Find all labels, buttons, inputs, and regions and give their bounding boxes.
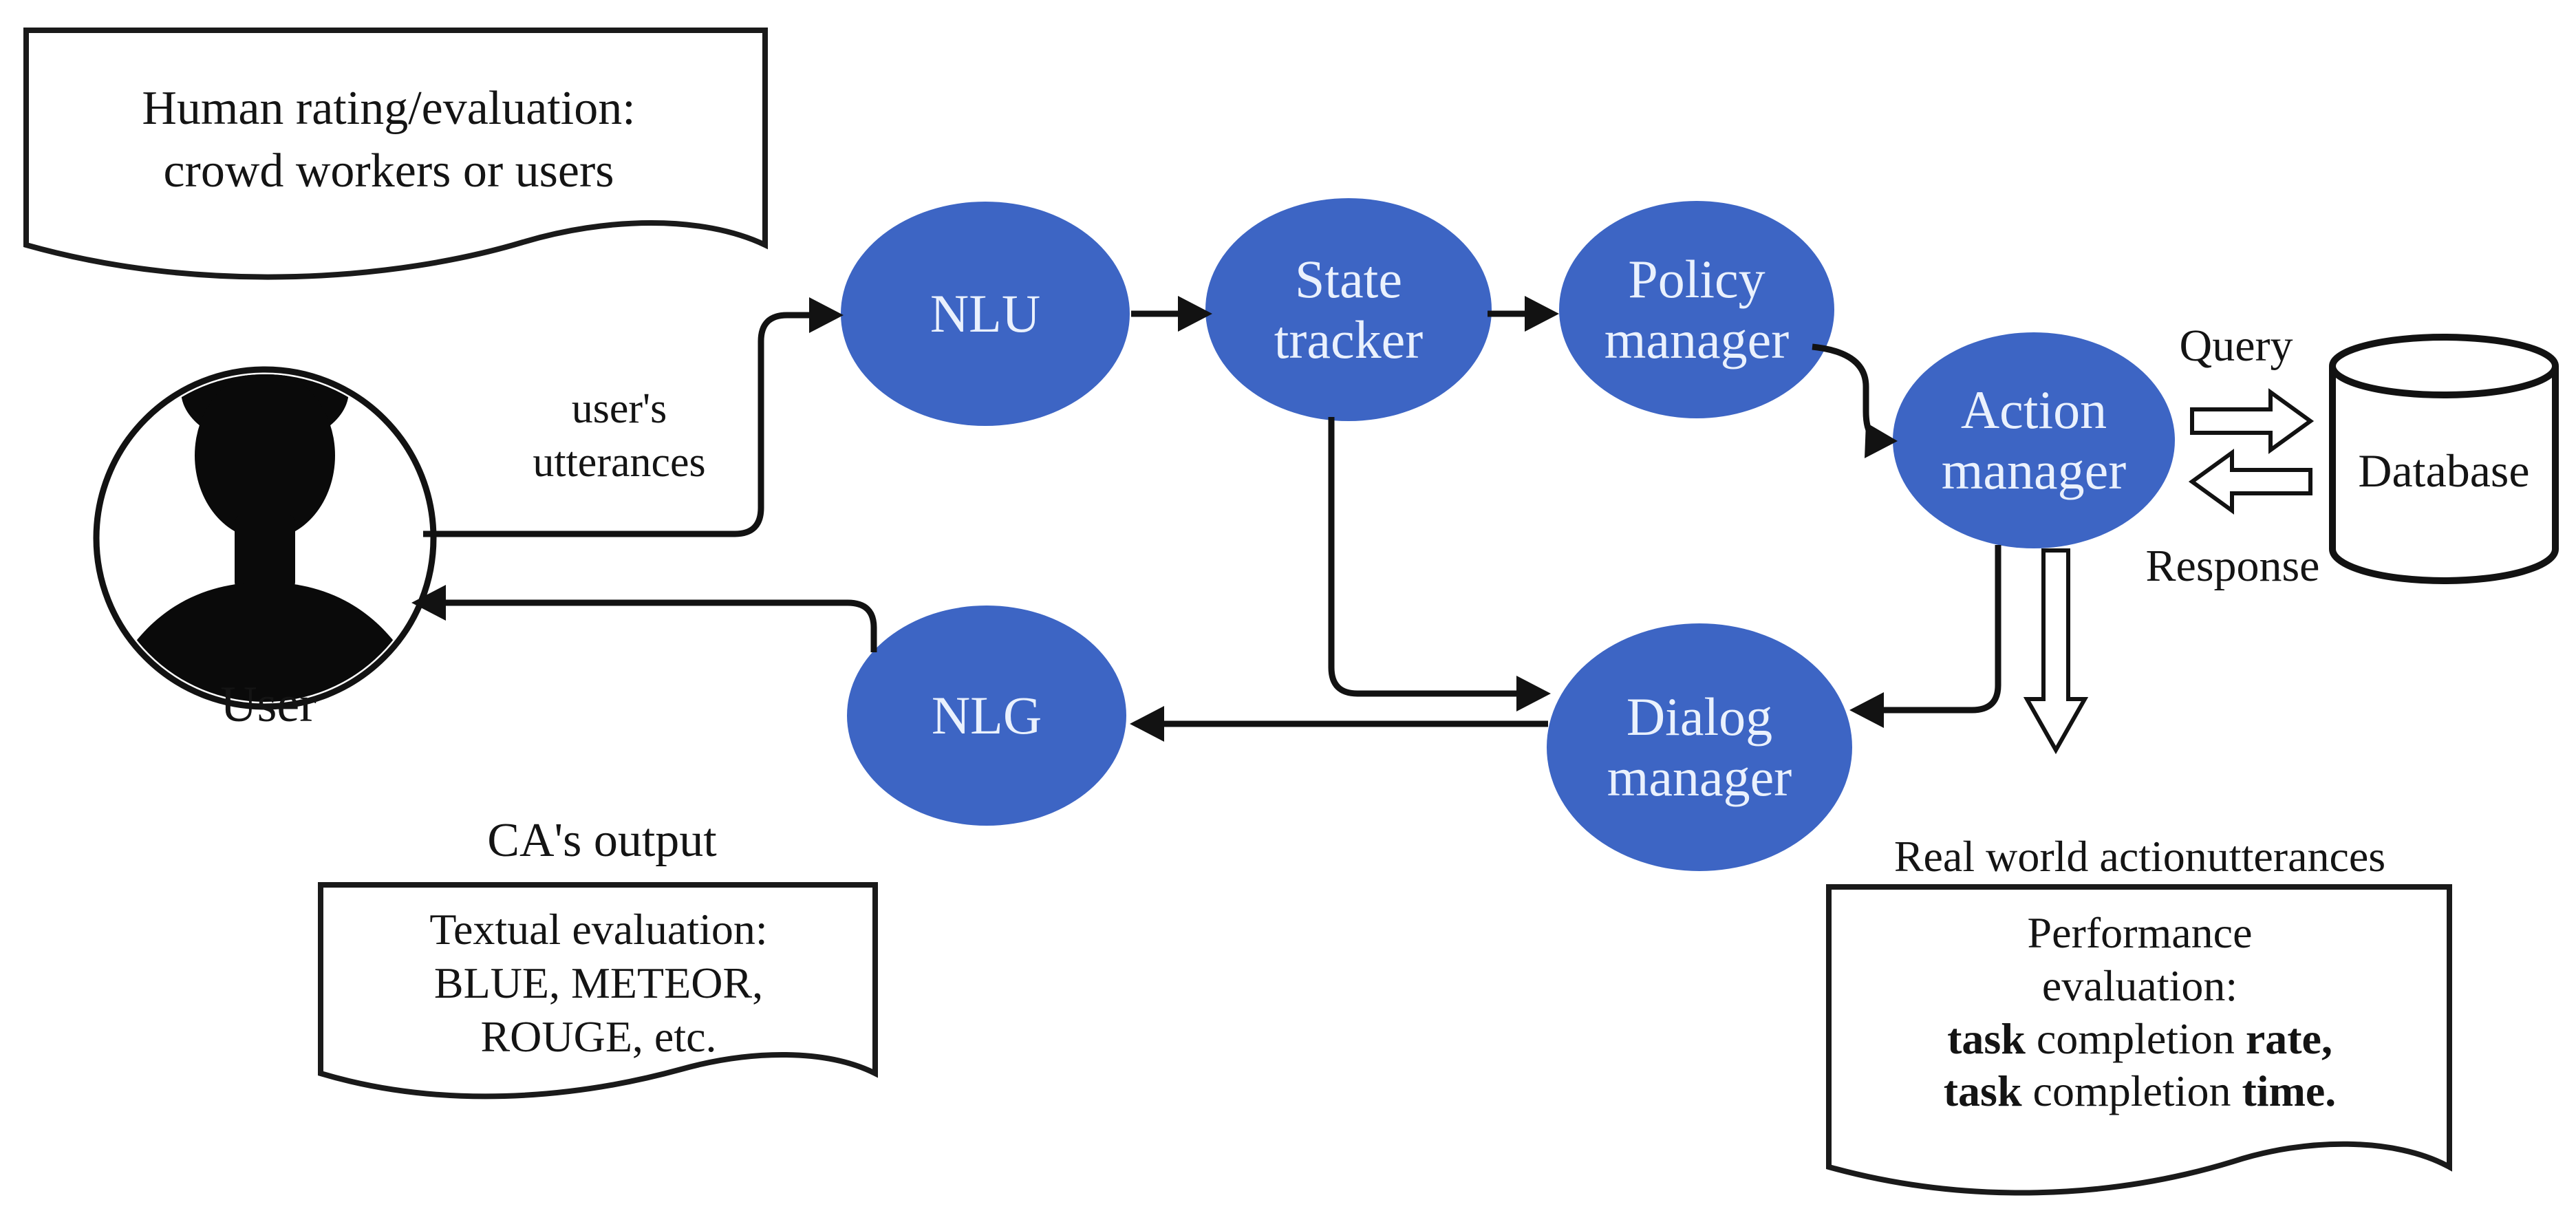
note-performance-line3: task completion rate, bbox=[1858, 1013, 2422, 1066]
note-textual-line3: ROUGE, etc. bbox=[480, 1012, 717, 1062]
bold-task-1: task bbox=[1947, 1014, 2026, 1063]
completion-1: completion bbox=[2025, 1014, 2246, 1063]
user-avatar-circle bbox=[93, 366, 437, 710]
note-human-rating-line2: crowd workers or users bbox=[163, 144, 614, 197]
node-action-manager: Action manager bbox=[1893, 332, 2175, 548]
arrowhead-into-policy-manager bbox=[1525, 296, 1559, 332]
database-label: Database bbox=[2358, 444, 2530, 497]
node-nlu: NLU bbox=[841, 202, 1130, 426]
note-textual-line1: Textual evaluation: bbox=[429, 905, 768, 954]
node-state-tracker-label: State tracker bbox=[1274, 248, 1424, 369]
node-nlu-label: NLU bbox=[930, 283, 1041, 343]
bold-time: time. bbox=[2242, 1067, 2337, 1116]
node-dialog-manager: Dialog manager bbox=[1547, 623, 1852, 871]
query-arrow-icon bbox=[2190, 388, 2315, 454]
bold-task-2: task bbox=[1943, 1067, 2022, 1116]
note-textual-line2: BLUE, METEOR, bbox=[433, 958, 764, 1008]
note-performance-evaluation: Performance evaluation: task completion … bbox=[1858, 907, 2422, 1118]
edge-policy-manager-to-action-manager bbox=[1812, 343, 1883, 444]
node-state-tracker: State tracker bbox=[1205, 198, 1492, 421]
user-label: User bbox=[220, 676, 316, 733]
arrowhead-into-user bbox=[411, 585, 446, 621]
ca-output-caption: CA's output bbox=[487, 814, 717, 867]
person-silhouette-icon bbox=[101, 374, 429, 702]
node-dialog-manager-label: Dialog manager bbox=[1607, 686, 1792, 807]
response-arrow-icon bbox=[2188, 449, 2312, 515]
query-label: Query bbox=[2179, 321, 2293, 371]
arrowhead-into-dialog-manager-right bbox=[1849, 692, 1884, 728]
node-nlg-label: NLG bbox=[931, 685, 1042, 745]
user-utterances-line2: utterances bbox=[533, 438, 706, 486]
edge-nlg-to-user bbox=[444, 599, 877, 652]
user-utterances-line1: user's bbox=[571, 385, 667, 432]
arrowhead-into-dialog-manager-left bbox=[1516, 676, 1551, 711]
node-nlg: NLG bbox=[847, 606, 1126, 826]
note-performance-line4: task completion time. bbox=[1858, 1065, 2422, 1118]
node-policy-manager-label: Policy manager bbox=[1604, 248, 1790, 369]
real-world-output-caption: Real world actionutterances bbox=[1893, 832, 2386, 881]
user-avatar bbox=[93, 366, 437, 710]
edge-state-tracker-to-dialog-manager bbox=[1328, 417, 1519, 697]
bold-rate: rate, bbox=[2245, 1014, 2332, 1063]
edge-label-user-utterances: user's utterances bbox=[475, 383, 764, 489]
note-textual-evaluation: Textual evaluation: BLUE, METEOR, ROUGE,… bbox=[341, 903, 857, 1064]
note-performance-line2: evaluation: bbox=[2041, 961, 2238, 1010]
arrowhead-into-nlg bbox=[1130, 706, 1164, 742]
response-label: Response bbox=[2145, 541, 2320, 591]
note-human-rating-line1: Human rating/evaluation: bbox=[142, 82, 636, 135]
edge-action-manager-to-dialog-manager bbox=[1881, 545, 2001, 714]
arrowhead-into-nlu bbox=[809, 297, 844, 333]
real-world-action-arrow-icon bbox=[2023, 548, 2089, 755]
node-policy-manager: Policy manager bbox=[1559, 201, 1834, 418]
note-human-rating: Human rating/evaluation: crowd workers o… bbox=[41, 77, 736, 202]
note-performance-line1: Performance bbox=[2027, 908, 2253, 957]
completion-2: completion bbox=[2021, 1067, 2242, 1116]
node-action-manager-label: Action manager bbox=[1941, 379, 2127, 500]
